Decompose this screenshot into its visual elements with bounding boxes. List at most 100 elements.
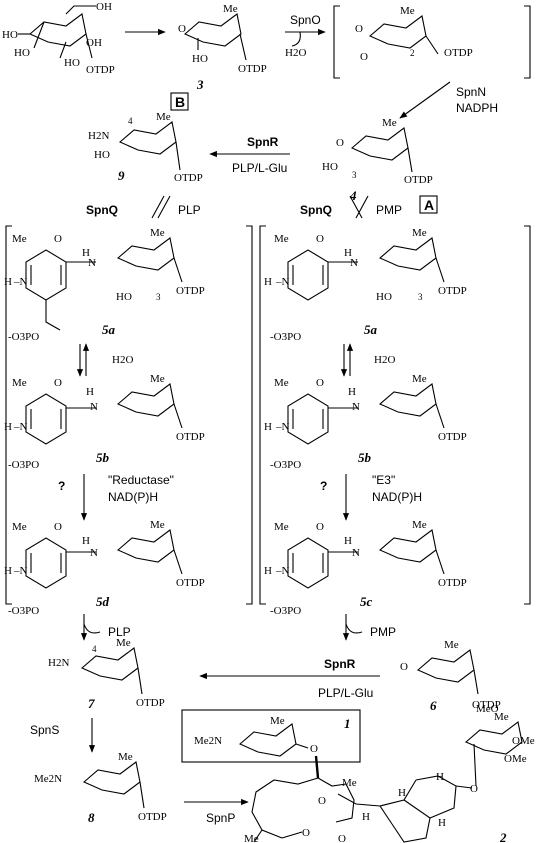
compound-4-label: 4 bbox=[349, 188, 357, 203]
svg-text:H: H bbox=[438, 817, 446, 829]
svg-text:4: 4 bbox=[128, 116, 133, 126]
svg-text:H: H bbox=[82, 247, 90, 259]
svg-text:H2N: H2N bbox=[48, 657, 69, 669]
svg-text:–N: –N bbox=[13, 421, 28, 433]
spns-label: SpnS bbox=[30, 723, 59, 737]
svg-text:O: O bbox=[470, 783, 478, 795]
plp-lglu-top-label: PLP/L-Glu bbox=[232, 161, 287, 175]
compound-1-sugar: Me2N Me O 1 bbox=[194, 715, 351, 757]
svg-text:Me: Me bbox=[274, 377, 289, 389]
left-5b-structure: Me O H –N H N Me OTDP -O3PO 5b bbox=[4, 373, 205, 471]
question-right: ? bbox=[320, 479, 327, 493]
svg-text:O: O bbox=[178, 23, 186, 35]
right-5c-label: 5c bbox=[360, 594, 373, 609]
svg-text:Me: Me bbox=[150, 519, 165, 531]
svg-text:B: B bbox=[175, 94, 185, 110]
compound-6-label: 6 bbox=[430, 698, 437, 713]
compound-2-label: 2 bbox=[499, 830, 507, 843]
svg-text:N: N bbox=[90, 401, 98, 413]
svg-text:HO: HO bbox=[322, 161, 338, 173]
svg-text:H: H bbox=[4, 276, 12, 288]
svg-text:Me: Me bbox=[223, 3, 238, 15]
svg-text:O: O bbox=[336, 137, 344, 149]
water-label-top: H2O bbox=[285, 47, 306, 59]
svg-text:OTDP: OTDP bbox=[444, 47, 473, 59]
svg-text:OTDP: OTDP bbox=[238, 63, 267, 75]
svg-text:O: O bbox=[338, 833, 346, 843]
svg-text:H: H bbox=[86, 386, 94, 398]
svg-text:Me: Me bbox=[270, 715, 285, 727]
compound-8-label: 8 bbox=[88, 810, 95, 825]
svg-text:O: O bbox=[54, 377, 62, 389]
svg-text:4: 4 bbox=[92, 644, 97, 654]
svg-text:3: 3 bbox=[418, 292, 423, 302]
svg-text:H2N: H2N bbox=[88, 130, 109, 142]
svg-text:OTDP: OTDP bbox=[472, 699, 501, 711]
water-left-label: H2O bbox=[112, 354, 133, 366]
svg-text:H: H bbox=[344, 247, 352, 259]
right-5c-structure: Me O H –N H N Me OTDP -O3PO 5c bbox=[264, 519, 467, 617]
svg-text:OTDP: OTDP bbox=[404, 174, 433, 186]
svg-text:O: O bbox=[316, 521, 324, 533]
svg-text:O: O bbox=[360, 51, 368, 63]
compound-3-label: 3 bbox=[196, 77, 204, 92]
svg-text:H: H bbox=[436, 771, 444, 783]
spinosyn-core-structure: Me O H H H H O O O Me 2 bbox=[244, 771, 507, 843]
compound-9-label: 9 bbox=[118, 168, 125, 183]
right-5a-structure: Me O H –N H N Me HO 3 OTDP -O3PO 5a bbox=[264, 227, 467, 343]
compound-1-label: 1 bbox=[344, 716, 351, 731]
svg-text:O: O bbox=[54, 521, 62, 533]
svg-text:H: H bbox=[344, 535, 352, 547]
diketo-intermediate: Me O O 2 OTDP bbox=[333, 5, 531, 79]
left-5d-structure: Me O H –N H N Me OTDP -O3PO 5d bbox=[4, 519, 205, 617]
svg-text:MeO: MeO bbox=[476, 703, 499, 715]
svg-text:–N: –N bbox=[275, 276, 290, 288]
svg-text:OTDP: OTDP bbox=[176, 577, 205, 589]
svg-text:H: H bbox=[264, 276, 272, 288]
svg-text:N: N bbox=[90, 547, 98, 559]
left-5b-label: 5b bbox=[96, 450, 110, 465]
svg-text:N: N bbox=[350, 257, 358, 269]
svg-text:O: O bbox=[316, 377, 324, 389]
spno-label: SpnO bbox=[290, 13, 321, 27]
svg-text:Me: Me bbox=[12, 233, 27, 245]
svg-text:Me: Me bbox=[274, 233, 289, 245]
right-5b-structure: Me O H –N H N Me OTDP -O3PO 5b bbox=[264, 373, 467, 471]
svg-text:O: O bbox=[54, 233, 62, 245]
compound-1-box bbox=[181, 709, 361, 763]
svg-text:H: H bbox=[82, 535, 90, 547]
svg-text:–N: –N bbox=[13, 565, 28, 577]
svg-text:H: H bbox=[4, 421, 12, 433]
spnr-bottom-label: SpnR bbox=[324, 657, 356, 671]
svg-text:HO: HO bbox=[64, 57, 80, 69]
svg-text:HO: HO bbox=[192, 53, 208, 65]
nadph-label: NADPH bbox=[456, 101, 498, 115]
spnq-left-label: SpnQ bbox=[86, 203, 118, 217]
compound-6-structure: Me O OTDP 6 bbox=[400, 639, 501, 713]
rhamnose-structure: MeO Me OMe OMe bbox=[465, 703, 535, 787]
svg-text:Me: Me bbox=[116, 637, 131, 649]
svg-text:OTDP: OTDP bbox=[174, 172, 203, 184]
spnq-right-label: SpnQ bbox=[300, 203, 332, 217]
svg-text:2: 2 bbox=[410, 48, 415, 58]
plp-lglu-bottom-label: PLP/L-Glu bbox=[318, 686, 373, 700]
svg-text:Me: Me bbox=[150, 227, 165, 239]
svg-text:-O3PO: -O3PO bbox=[8, 331, 39, 343]
svg-text:OTDP: OTDP bbox=[86, 64, 115, 76]
svg-text:Me: Me bbox=[150, 373, 165, 385]
svg-text:Me: Me bbox=[274, 521, 289, 533]
svg-text:O: O bbox=[400, 661, 408, 673]
svg-text:Me: Me bbox=[342, 777, 357, 789]
reductase-label: "Reductase" bbox=[108, 473, 174, 487]
svg-text:Me: Me bbox=[12, 521, 27, 533]
compound-4-structure: Me O HO 3 OTDP 4 bbox=[322, 117, 433, 203]
svg-text:Me2N: Me2N bbox=[194, 735, 222, 747]
pathway-b-box bbox=[170, 92, 189, 111]
compound-3-structure: Me O HO OTDP 3 bbox=[178, 3, 267, 92]
svg-text:H: H bbox=[398, 787, 406, 799]
left-5d-label: 5d bbox=[96, 594, 110, 609]
svg-text:OTDP: OTDP bbox=[438, 431, 467, 443]
pmp-out-label: PMP bbox=[370, 625, 396, 639]
svg-text:Me: Me bbox=[12, 377, 27, 389]
glucose-structure: OH HO HO HO OTDP OH bbox=[2, 1, 115, 76]
